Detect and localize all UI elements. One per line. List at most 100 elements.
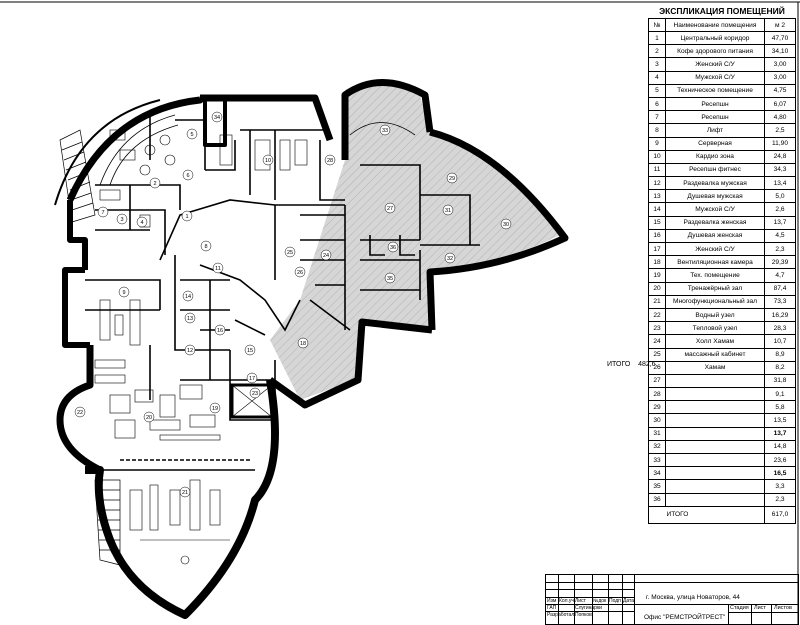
cell-area: 2,3	[764, 241, 796, 257]
svg-text:36: 36	[390, 245, 396, 251]
cell-area: 34,3	[764, 162, 796, 178]
cell-num: 33	[648, 452, 666, 468]
svg-text:19: 19	[212, 406, 218, 412]
svg-text:28: 28	[327, 158, 333, 164]
table-row: 33 23,6	[648, 452, 796, 468]
room-label: 33	[379, 124, 391, 136]
cell-num: 7	[648, 110, 666, 125]
explication-title: ЭКСПЛИКАЦИЯ ПОМЕЩЕНИЙ	[659, 6, 785, 16]
cell-name	[665, 426, 765, 441]
cell-area: 14,8	[764, 439, 796, 455]
side-total: ИТОГО 482,6	[607, 361, 656, 368]
svg-text:30: 30	[503, 222, 509, 228]
cell-num: 9	[648, 136, 666, 151]
room-label: 19	[209, 402, 221, 414]
cell-name: Ресепшн	[665, 110, 765, 125]
room-label: 31	[442, 204, 454, 216]
room-label: 3	[116, 213, 128, 225]
cell-num: 35	[648, 479, 666, 494]
cell-area: 8,9	[764, 347, 796, 362]
room-label: 10	[262, 154, 274, 166]
cell-num: 34	[648, 466, 666, 481]
svg-text:26: 26	[297, 270, 303, 276]
room-label: 18	[297, 337, 309, 349]
svg-text:3: 3	[120, 217, 123, 223]
cell-name: Центральный коридор	[665, 30, 765, 46]
room-label: 34	[211, 111, 223, 123]
technical-block	[230, 383, 274, 419]
cell-area: 5,8	[764, 400, 796, 415]
cell-num: 5	[648, 83, 666, 98]
cell-name: Кофе здорового питания	[665, 44, 765, 59]
col-name-header: Наименование помещения	[665, 18, 765, 32]
room-label: 4	[136, 216, 148, 228]
cell-area: 3,00	[764, 57, 796, 72]
cell-name	[665, 373, 765, 389]
cell-num: 10	[648, 149, 666, 164]
cell-name: Раздевалка мужская	[665, 176, 765, 191]
cell-area: 87,4	[764, 281, 796, 296]
cell-num: 8	[648, 123, 666, 138]
cell-name: Холл Хамам	[665, 334, 765, 349]
cell-num: 3	[648, 57, 666, 72]
cell-name: Лифт	[665, 123, 765, 138]
svg-text:24: 24	[323, 253, 329, 259]
cell-area: 6,07	[764, 96, 796, 112]
cell-area: 23,6	[764, 452, 796, 468]
cell-name: Душевая мужская	[665, 189, 765, 204]
svg-text:32: 32	[447, 256, 453, 262]
svg-text:2: 2	[153, 181, 156, 187]
svg-text:10: 10	[265, 158, 271, 164]
room-label: 5	[186, 128, 198, 140]
table-header-row: № Наименование помещения м 2	[648, 18, 796, 32]
svg-text:33: 33	[382, 128, 388, 134]
svg-text:8: 8	[204, 244, 207, 250]
cell-num: 32	[648, 439, 666, 455]
room-label: 20	[143, 411, 155, 423]
stamp-razrab-name: Попков	[575, 612, 592, 618]
room-label: 35	[384, 272, 396, 284]
explication-table: ЭКСПЛИКАЦИЯ ПОМЕЩЕНИЙ № Наименование пом…	[648, 4, 796, 524]
svg-text:5: 5	[190, 132, 193, 138]
room-label: 32	[444, 252, 456, 264]
cell-area: 3,00	[764, 70, 796, 85]
cell-num: 20	[648, 281, 666, 296]
cell-num: 12	[648, 176, 666, 191]
svg-text:17: 17	[249, 376, 255, 382]
total-label: ИТОГО	[665, 505, 765, 524]
room-label: 6	[182, 169, 194, 181]
cell-area: 29,39	[764, 255, 796, 270]
outer-walls	[54, 79, 569, 619]
room-label: 8	[200, 240, 212, 252]
svg-text:13: 13	[187, 316, 193, 322]
svg-text:31: 31	[445, 208, 451, 214]
cell-area: 34,10	[764, 44, 796, 59]
table-row: 32 14,8	[648, 439, 796, 455]
cell-num: 11	[648, 162, 666, 178]
cell-name	[665, 439, 765, 455]
cell-area: 10,7	[764, 334, 796, 349]
cell-num: 6	[648, 96, 666, 112]
svg-text:29: 29	[449, 176, 455, 182]
cell-num: 31	[648, 426, 666, 441]
cell-name: Кардио зона	[665, 149, 765, 164]
cell-num: 14	[648, 202, 666, 217]
room-label: 24	[320, 249, 332, 261]
total-value: 617,0	[764, 505, 796, 524]
